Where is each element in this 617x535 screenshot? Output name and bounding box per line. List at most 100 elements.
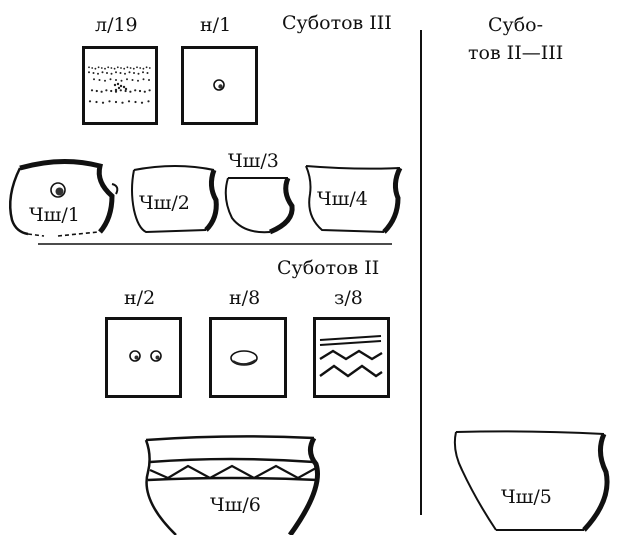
- dot: [104, 79, 106, 82]
- dot: [127, 100, 131, 103]
- dot: [101, 101, 105, 104]
- tile-label-n8: н/8: [229, 287, 261, 309]
- vessel-chsh5: [453, 430, 610, 532]
- tile-label-n2: н/2: [124, 287, 156, 309]
- dot: [133, 72, 135, 74]
- dot: [98, 79, 101, 81]
- dot: [131, 79, 134, 81]
- dot: [95, 89, 98, 93]
- dot: [88, 71, 90, 74]
- vessel-chsh4: [305, 165, 403, 234]
- dot: [124, 72, 126, 75]
- dot: [120, 79, 123, 82]
- dot: [115, 79, 117, 81]
- vessel-label-chsh4: Чш/4: [317, 188, 368, 210]
- dot: [106, 72, 108, 74]
- dot: [138, 89, 142, 93]
- dot: [109, 78, 112, 81]
- tile-label-z8: з/8: [334, 287, 363, 309]
- dot: [143, 90, 146, 93]
- vessel-label-chsh5: Чш/5: [501, 486, 552, 508]
- dot: [140, 101, 144, 104]
- dot: [137, 72, 140, 75]
- dot: [105, 89, 108, 92]
- dot: [95, 100, 98, 104]
- dot: [139, 67, 142, 69]
- dot: [137, 79, 139, 82]
- dot: [146, 72, 149, 74]
- dot: [114, 100, 118, 104]
- dot: [122, 85, 126, 89]
- dot: [123, 67, 126, 70]
- dot: [97, 72, 99, 75]
- dot: [142, 67, 145, 70]
- vessel-label-chsh6: Чш/6: [210, 494, 261, 516]
- dot-mark-right: [150, 350, 162, 362]
- dot: [117, 86, 121, 90]
- dot: [116, 82, 120, 86]
- dot: [126, 66, 129, 69]
- dot: [129, 67, 132, 69]
- dot: [132, 67, 135, 70]
- vessel-label-chsh1: Чш/1: [28, 204, 81, 226]
- dot: [119, 89, 122, 92]
- heading-subotov-2: Суботов II: [277, 257, 380, 279]
- vessel-label-chsh2: Чш/2: [139, 192, 190, 214]
- dot: [101, 71, 104, 74]
- dot: [148, 67, 151, 69]
- tile-label-l19: л/19: [95, 14, 138, 36]
- dot: [124, 89, 127, 93]
- dot: [104, 67, 106, 70]
- dot: [136, 66, 138, 69]
- dot: [145, 66, 148, 69]
- vessel-chsh1: [9, 159, 119, 237]
- dot: [148, 79, 150, 81]
- tile-n2: [105, 317, 182, 398]
- vessel-chsh6: [144, 435, 320, 535]
- dot: [142, 71, 144, 74]
- dot: [110, 72, 113, 75]
- dot: [116, 66, 119, 69]
- dot: [147, 100, 150, 103]
- dot: [107, 66, 110, 69]
- dot: [142, 78, 145, 81]
- dot: [90, 89, 94, 92]
- tile-z8: [313, 317, 390, 398]
- dot: [91, 67, 94, 69]
- dot: [113, 67, 116, 70]
- dot: [126, 78, 128, 81]
- heading-subotov-2-3-line1: Субо-: [488, 14, 544, 36]
- dot: [110, 89, 113, 93]
- dot: [88, 66, 90, 69]
- dot: [129, 90, 132, 93]
- dot: [114, 90, 118, 93]
- dot: [121, 101, 124, 104]
- heading-subotov-3: Суботов III: [282, 12, 392, 34]
- dot: [108, 100, 111, 103]
- vessel-chsh3: [224, 177, 295, 235]
- vessel-chsh2: [131, 165, 219, 234]
- dot: [134, 100, 137, 104]
- heading-subotov-2-3-line2: тов II—III: [468, 42, 564, 64]
- dot: [128, 71, 131, 74]
- dot: [148, 89, 151, 92]
- dot: [134, 89, 137, 92]
- dot: [97, 66, 100, 69]
- dot: [92, 72, 95, 74]
- dot-mark-left: [129, 350, 141, 362]
- dot: [124, 87, 128, 91]
- dot: [100, 67, 103, 69]
- dot: [100, 90, 103, 93]
- tile-label-n1: н/1: [200, 14, 232, 36]
- dot: [120, 67, 122, 69]
- vessel-label-chsh3: Чш/3: [228, 150, 279, 172]
- dot: [114, 88, 118, 92]
- dot: [94, 67, 97, 70]
- dot: [88, 100, 92, 103]
- dot: [119, 84, 123, 88]
- lines-and-zigzags-decoration: [319, 335, 383, 378]
- dot: [119, 72, 122, 74]
- dot: [113, 83, 117, 87]
